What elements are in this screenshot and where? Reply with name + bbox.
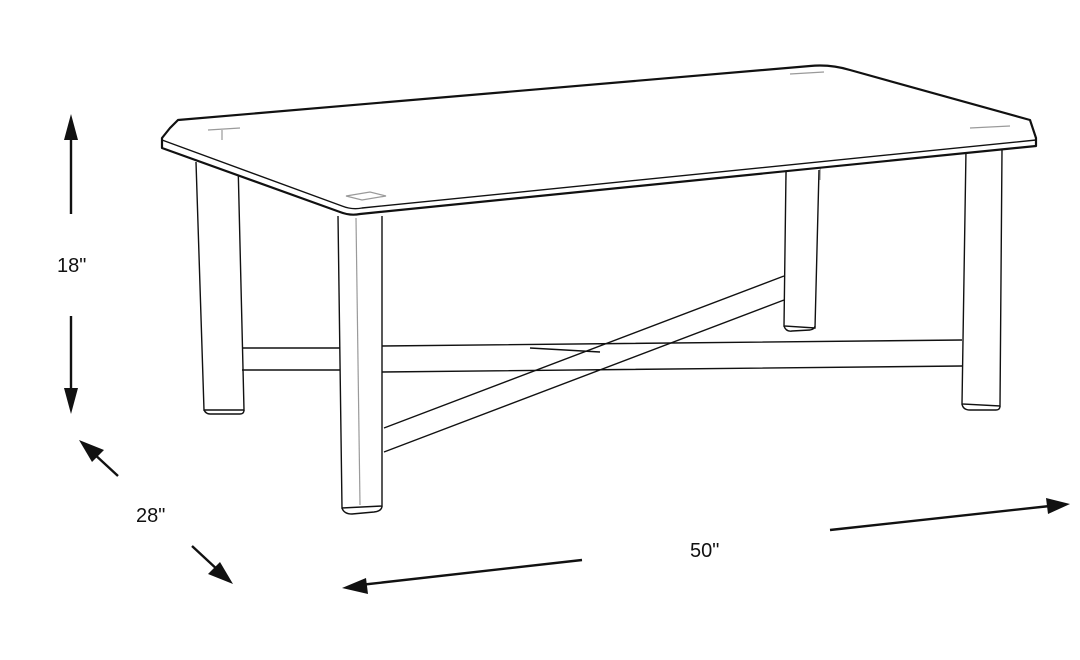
height-label: 18" [57, 255, 87, 277]
glass-top [160, 64, 1038, 216]
front-left-leg [337, 215, 383, 515]
height-dimension-arrow [64, 114, 78, 414]
x-stretcher [383, 275, 785, 453]
front-right-leg [961, 149, 1003, 411]
width-dimension-arrow [342, 498, 1070, 594]
side-stretcher-left [242, 347, 340, 371]
width-label: 50" [690, 540, 720, 562]
front-stretcher [381, 339, 963, 373]
depth-dimension-arrow [79, 440, 233, 584]
depth-label: 28" [136, 505, 166, 527]
back-left-leg [195, 161, 245, 415]
